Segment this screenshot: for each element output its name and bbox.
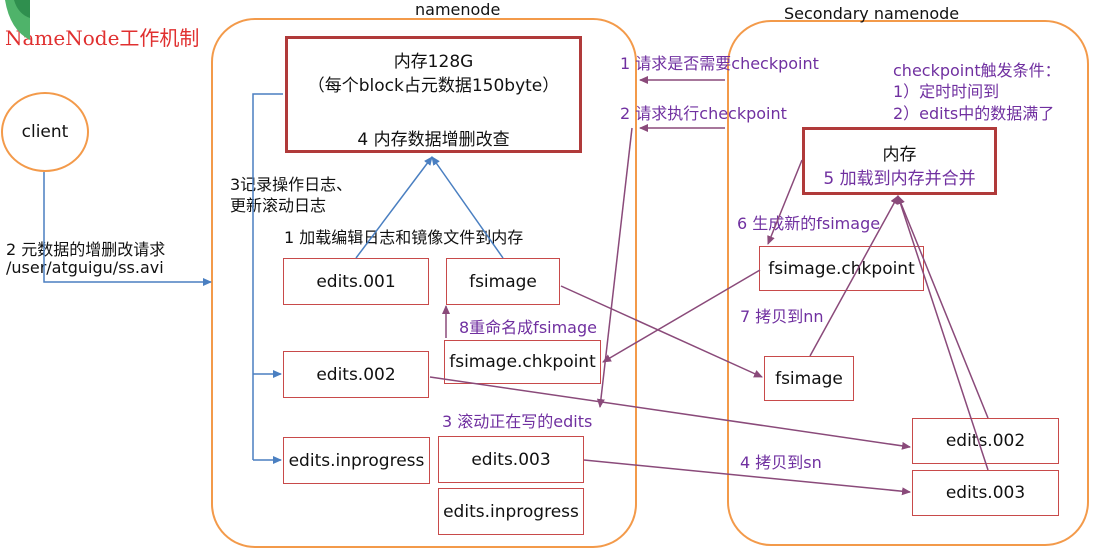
namenode-memory-box: 内存128G （每个block占元数据150byte） 4 内存数据增删改查	[285, 36, 582, 153]
sn-memory-merge: 5 加载到内存并合并	[823, 169, 976, 189]
nn-edits-inprogress-label: edits.inprogress	[288, 450, 425, 471]
corner-decoration-icon	[5, 0, 30, 40]
sn-memory-title: 内存	[882, 145, 917, 165]
namenode-label: namenode	[415, 0, 501, 19]
memory-size: 内存128G	[393, 52, 474, 72]
arrow-edits002-to-sn	[429, 376, 911, 450]
step-3-log-line2: 更新滚动日志	[230, 196, 327, 215]
step-8-rename: 8重命名成fsimage	[459, 318, 597, 337]
step-1-request-checkpoint: 1 请求是否需要checkpoint	[620, 54, 819, 73]
sn-memory-box: 内存 5 加载到内存并合并	[802, 127, 997, 195]
sn-edits-002-box: edits.002	[912, 418, 1059, 464]
sn-fsimage-chkpoint-box: fsimage.chkpoint	[759, 246, 924, 291]
client-node: client	[1, 92, 89, 172]
client-label: client	[21, 122, 69, 142]
arrow-fsimage-to-sn	[560, 285, 763, 378]
step-6-generate-fsimage: 6 生成新的fsimage	[737, 214, 881, 233]
arrow-sn-edits002-to-memory	[897, 195, 989, 419]
diagram-title: NameNode工作机制	[5, 26, 200, 50]
memory-crud: 4 内存数据增删改查	[357, 130, 510, 150]
step-4-copy-to-sn: 4 拷贝到sn	[740, 453, 822, 472]
arrow-sn-edits003-to-memory	[896, 195, 989, 471]
nn-edits-003-label: edits.003	[471, 449, 551, 470]
sn-fsimage-chkpoint-label: fsimage.chkpoint	[768, 258, 915, 279]
nn-edits-inprogress-box: edits.inprogress	[283, 437, 430, 484]
sn-fsimage-label: fsimage	[775, 368, 843, 389]
nn-edits-inprogress2-label: edits.inprogress	[443, 501, 579, 522]
arrow-copy-to-nn	[602, 269, 761, 363]
secondary-namenode-label: Secondary namenode	[784, 4, 960, 23]
arrow-generate-fsimage	[767, 159, 803, 245]
step-2-request-execute: 2 请求执行checkpoint	[620, 104, 787, 123]
step-1-load: 1 加载编辑日志和镜像文件到内存	[284, 228, 524, 247]
checkpoint-condition-2: 2）edits中的数据满了	[893, 104, 1055, 123]
checkpoint-conditions-heading: checkpoint触发条件：	[893, 61, 1061, 80]
arrow-fsimage-to-memory	[431, 156, 504, 259]
nn-edits-002-label: edits.002	[316, 364, 396, 385]
step-7-copy-to-nn: 7 拷贝到nn	[740, 307, 824, 326]
memory-note: （每个block占元数据150byte）	[307, 76, 560, 96]
step-2-client-request: 2 元数据的增删改请求	[6, 240, 166, 259]
log-branch-line	[252, 93, 283, 460]
nn-edits-001-label: edits.001	[316, 271, 396, 292]
step-2-client-path: /user/atguigu/ss.avi	[6, 258, 164, 277]
sn-edits-003-box: edits.003	[912, 470, 1059, 516]
arrow-edits003-to-sn	[583, 459, 911, 496]
nn-fsimage-label: fsimage	[469, 271, 537, 292]
arrow-roll-edits	[596, 127, 633, 408]
arrow-edits001-to-memory	[355, 156, 433, 259]
nn-edits-002-box: edits.002	[283, 351, 429, 398]
nn-edits-003-box: edits.003	[438, 436, 584, 483]
sn-edits-003-label: edits.003	[945, 483, 1026, 503]
secondary-namenode-container	[727, 20, 1089, 546]
nn-fsimage-chkpoint-label: fsimage.chkpoint	[449, 352, 596, 372]
sn-fsimage-box: fsimage	[764, 356, 854, 401]
step-3-log-line1: 3记录操作日志、	[230, 175, 353, 194]
nn-edits-001-box: edits.001	[283, 258, 429, 305]
arrow-sn-fsimage-to-memory	[809, 195, 899, 357]
nn-edits-inprogress2-box: edits.inprogress	[438, 488, 584, 535]
nn-fsimage-chkpoint-box: fsimage.chkpoint	[444, 340, 601, 384]
checkpoint-condition-1: 1）定时时间到	[893, 82, 1000, 101]
sn-edits-002-label: edits.002	[945, 431, 1026, 451]
client-request-arrow	[43, 172, 212, 286]
nn-fsimage-box: fsimage	[446, 258, 560, 305]
step-3-roll-edits: 3 滚动正在写的edits	[442, 412, 593, 431]
